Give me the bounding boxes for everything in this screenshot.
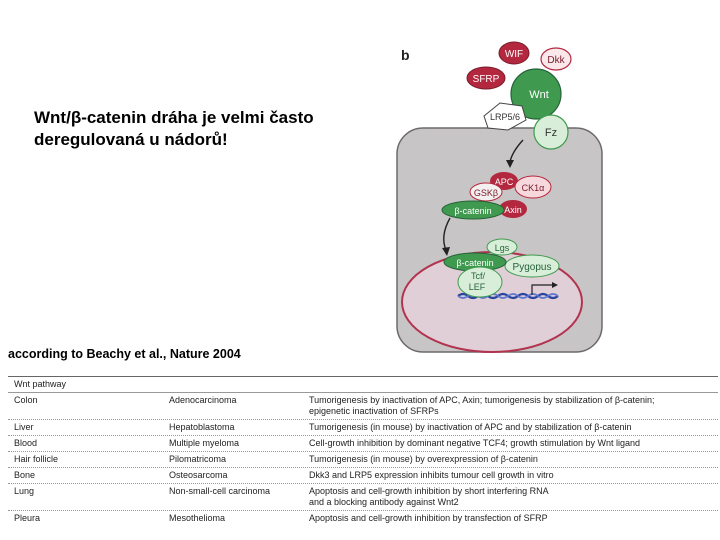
lrp-label: LRP5/6 <box>490 112 520 122</box>
beta-catenin-cytoplasmic-label: β-catenin <box>454 206 491 216</box>
table-row: Bone Osteosarcoma Dkk3 and LRP5 expressi… <box>8 468 718 484</box>
wnt-label: Wnt <box>529 89 549 101</box>
tumor-cell: Multiple myeloma <box>169 438 240 448</box>
sfrp-protein <box>466 66 506 90</box>
table-row: Liver Hepatoblastoma Tumorigenesis (in m… <box>8 420 718 436</box>
tissue-cell: Lung <box>14 486 35 496</box>
gsk-label: GSKβ <box>474 188 498 198</box>
tumor-cell: Hepatoblastoma <box>169 422 235 432</box>
mechanism-cell: Tumorigenesis (in mouse) by overexpressi… <box>309 454 712 465</box>
tumor-cell: Mesothelioma <box>169 513 226 523</box>
nuclear-translocation-arrowhead <box>442 247 450 256</box>
wif-protein <box>498 41 530 65</box>
table-row: Blood Multiple myeloma Cell-growth inhib… <box>8 436 718 452</box>
mechanism-cell: Tumorigenesis by inactivation of APC, Ax… <box>309 395 712 417</box>
mechanism-line: Apoptosis and cell-growth inhibition by … <box>309 513 548 523</box>
tumor-cell: Non-small-cell carcinoma <box>169 486 271 496</box>
lrp-receptor <box>483 102 527 131</box>
mechanism-line: Apoptosis and cell-growth inhibition by … <box>309 486 549 496</box>
wnt-tumor-table: Wnt pathway Colon Adenocarcinoma Tumorig… <box>8 376 718 526</box>
wnt-pathway-diagram: b WIF Dkk SFRP Wnt LRP5/6 Fz APC CK1α GS… <box>396 41 603 353</box>
ck1-protein <box>514 175 552 199</box>
table-row: Hair follicle Pilomatricoma Tumorigenesi… <box>8 452 718 468</box>
dkk-label: Dkk <box>547 55 565 66</box>
heading-line-1: Wnt/β-catenin dráha je velmi často <box>34 108 314 127</box>
axin-label: Axin <box>504 205 522 215</box>
tcf-label: Tcf/ <box>471 271 486 281</box>
table-title: Wnt pathway <box>8 376 718 393</box>
lef-label: LEF <box>469 282 486 292</box>
mechanism-line: Tumorigenesis by inactivation of APC, Ax… <box>309 395 655 405</box>
pygopus-label: Pygopus <box>513 262 552 273</box>
mechanism-line: Cell-growth inhibition by dominant negat… <box>309 438 640 448</box>
tumor-cell: Osteosarcoma <box>169 470 228 480</box>
beta-catenin-cytoplasmic <box>441 200 505 220</box>
mechanism-line: Tumorigenesis (in mouse) by overexpressi… <box>309 454 538 464</box>
ck1-label: CK1α <box>522 183 545 193</box>
apc-label: APC <box>495 177 514 187</box>
tcf-lef-protein <box>457 266 503 298</box>
mechanism-line: epigenetic inactivation of SFRPs <box>309 406 439 416</box>
tissue-cell: Hair follicle <box>14 454 59 464</box>
tissue-cell: Blood <box>14 438 38 448</box>
transcription-arrowhead <box>552 282 558 288</box>
heading-line-2: deregulovaná u nádorů! <box>34 130 228 149</box>
panel-label: b <box>401 47 410 63</box>
tumor-cell: Adenocarcinoma <box>169 395 237 405</box>
fz-receptor <box>533 114 569 150</box>
beta-catenin-nuclear-label: β-catenin <box>456 258 493 268</box>
tissue-cell: Bone <box>14 470 36 480</box>
tissue-cell: Colon <box>14 395 38 405</box>
signal-arrowhead <box>506 160 514 168</box>
citation: according to Beachy et al., Nature 2004 <box>8 347 241 361</box>
axin-protein <box>499 200 527 218</box>
tumor-cell: Pilomatricoma <box>169 454 227 464</box>
lgs-protein <box>486 238 518 256</box>
gsk-protein <box>469 182 503 202</box>
mechanism-line: Dkk3 and LRP5 expression inhibits tumour… <box>309 470 554 480</box>
tissue-cell: Liver <box>14 422 34 432</box>
mechanism-line: and a blocking antibody against Wnt2 <box>309 497 459 507</box>
lgs-label: Lgs <box>495 243 510 253</box>
dkk-protein <box>540 47 572 71</box>
wif-label: WIF <box>505 49 523 60</box>
transcription-arrow <box>531 284 552 295</box>
mechanism-cell: Apoptosis and cell-growth inhibition by … <box>309 486 712 508</box>
table-row: Colon Adenocarcinoma Tumorigenesis by in… <box>8 393 718 420</box>
fz-label: Fz <box>545 127 557 139</box>
slide-heading: Wnt/β-catenin dráha je velmi často dereg… <box>34 107 364 151</box>
sfrp-label: SFRP <box>473 74 500 85</box>
pygopus-protein <box>504 254 560 278</box>
mechanism-line: Tumorigenesis (in mouse) by inactivation… <box>309 422 632 432</box>
wnt-ligand <box>510 68 562 120</box>
mechanism-cell: Cell-growth inhibition by dominant negat… <box>309 438 712 449</box>
table-row: Lung Non-small-cell carcinoma Apoptosis … <box>8 484 718 511</box>
tissue-cell: Pleura <box>14 513 41 523</box>
mechanism-cell: Dkk3 and LRP5 expression inhibits tumour… <box>309 470 712 481</box>
mechanism-cell: Apoptosis and cell-growth inhibition by … <box>309 513 712 524</box>
table-row: Pleura Mesothelioma Apoptosis and cell-g… <box>8 511 718 526</box>
mechanism-cell: Tumorigenesis (in mouse) by inactivation… <box>309 422 712 433</box>
